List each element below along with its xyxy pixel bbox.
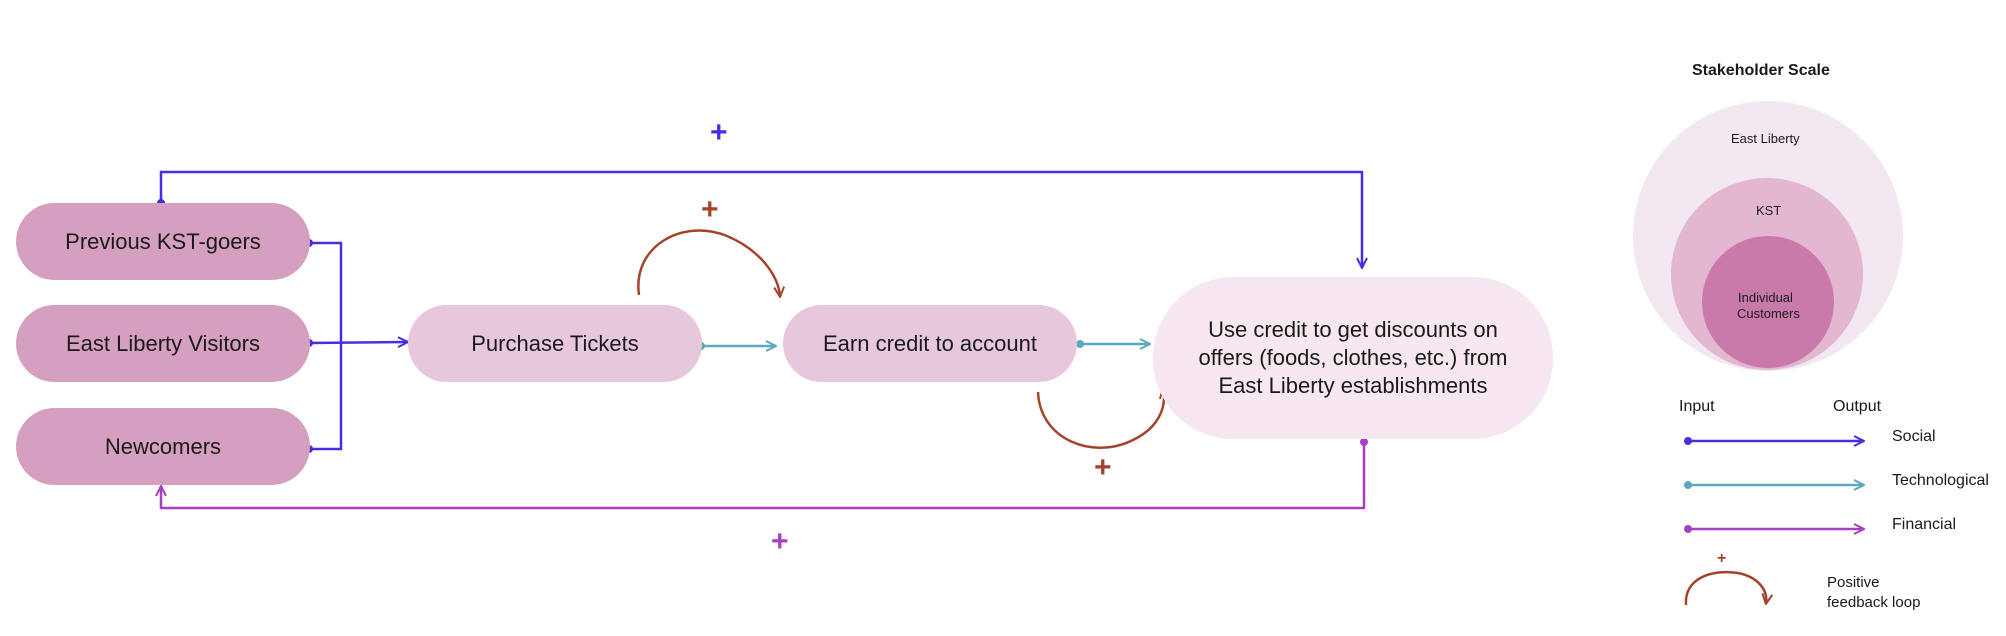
node-earn-credit-label: Earn credit to account [822,330,1037,356]
legend-financial-dot [1684,525,1692,533]
node-newcomers: Newcomers [16,408,310,485]
legend-tech-dot [1684,481,1692,489]
scale-title: Stakeholder Scale [1692,62,1830,79]
node-use-credit-label: Use credit to get discounts on offers (f… [1198,317,1508,398]
legend-social-dot [1684,437,1692,445]
legend-financial-label: Financial [1892,516,1957,533]
legend-tech-label: Technological [1892,472,1989,489]
scale-inner-circle [1702,236,1834,368]
scale-inner-label-2: Customers [1737,306,1800,321]
feedback-loop-purchase [637,229,780,296]
legend-feedback-sign: + [1717,550,1727,567]
node-purchase-tickets-label: Purchase Tickets [471,330,639,356]
financial-start-dot [1360,438,1368,446]
feedback-loop-earn [1036,389,1164,449]
financial-bottom-connector [161,442,1366,510]
social-top-connector [159,170,1362,268]
plus-bottom-financial: + [771,525,789,558]
tech-earn-dot [1076,340,1084,348]
legend-social-label: Social [1892,428,1936,445]
node-east-liberty-visitors: East Liberty Visitors [16,305,310,382]
legend-feedback-loop [1684,570,1766,605]
node-earn-credit: Earn credit to account [783,305,1077,382]
plus-top-social: + [710,116,728,149]
scale-mid-label: KST [1756,203,1782,218]
node-use-credit: Use credit to get discounts on offers (f… [1153,277,1553,439]
node-purchase-tickets: Purchase Tickets [408,305,702,382]
legend-feedback-label-2: feedback loop [1827,594,1921,611]
plus-earn-loop: + [1094,451,1112,484]
scale-inner-label-1: Individual [1738,290,1793,305]
social-bracket-previous [309,241,343,451]
node-previous-kst-goers: Previous KST-goers [16,203,310,280]
plus-purchase-loop: + [701,193,719,226]
node-previous-kst-goers-label: Previous KST-goers [65,228,261,254]
legend-input-label: Input [1679,398,1715,415]
social-visitors-to-purchase-arrow [308,342,408,343]
node-east-liberty-visitors-label: East Liberty Visitors [65,330,260,356]
node-newcomers-label: Newcomers [104,433,222,459]
scale-outer-label: East Liberty [1731,131,1800,146]
legend-feedback-label-1: Positive [1827,574,1880,591]
legend-output-label: Output [1833,398,1882,415]
